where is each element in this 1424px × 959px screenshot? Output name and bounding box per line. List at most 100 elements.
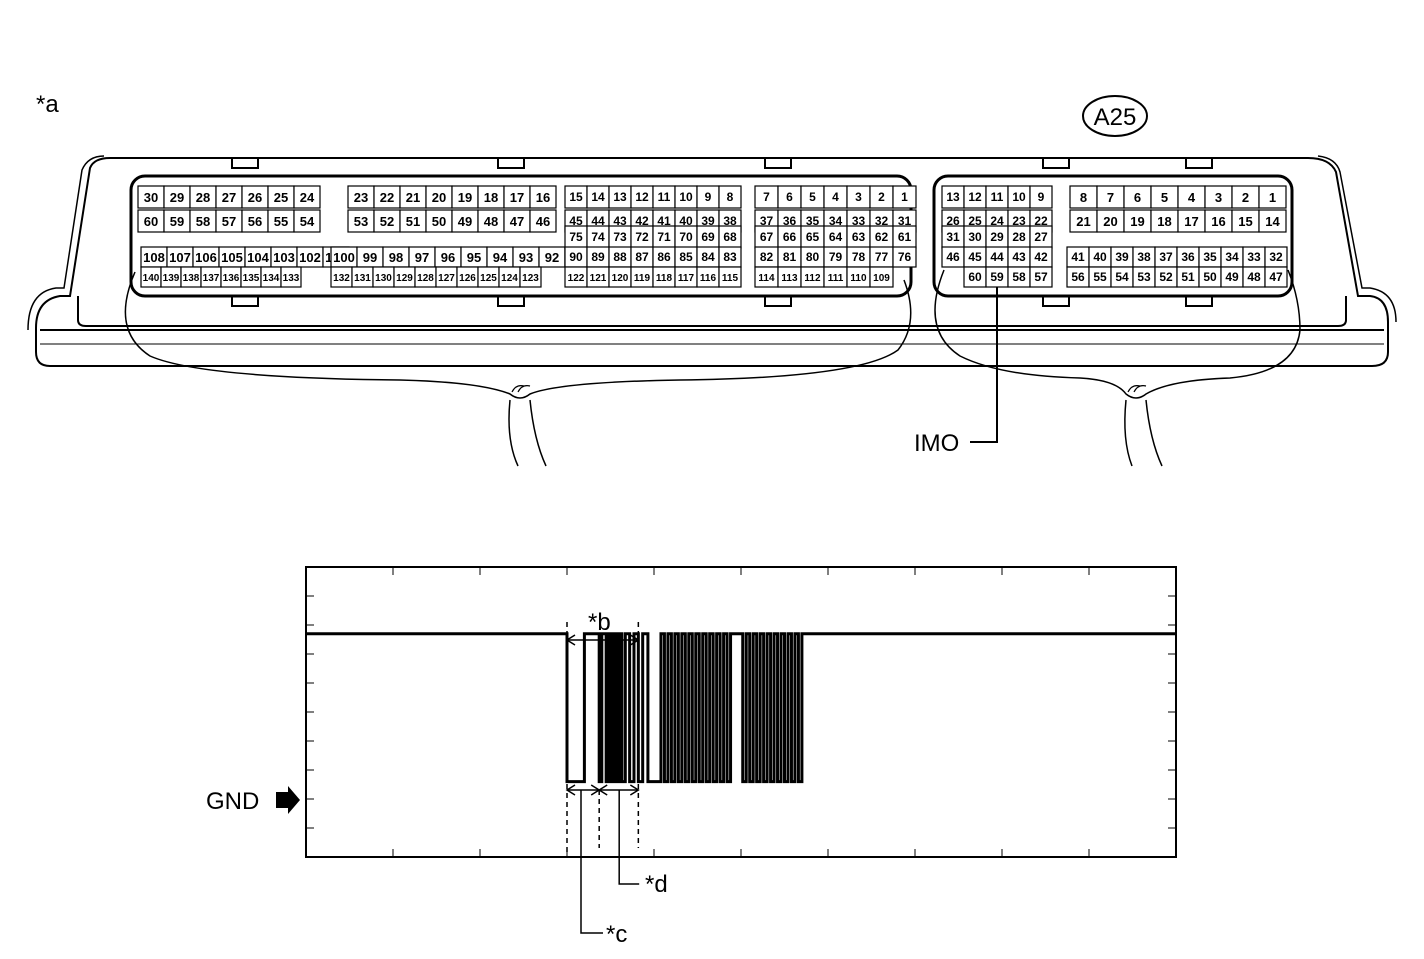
left-pin-number: 21 (406, 190, 420, 205)
left-pin-number: 46 (536, 214, 550, 229)
right-pin-number: 42 (1034, 250, 1048, 264)
housing-tab (1042, 157, 1070, 169)
left-pin-number: 82 (760, 250, 774, 264)
left-pin-number: 87 (635, 250, 649, 264)
left-pin-number: 85 (679, 250, 693, 264)
left-pin-number: 16 (536, 190, 550, 205)
left-pin-number: 116 (700, 273, 717, 284)
right-pin-number: 58 (1012, 270, 1026, 284)
right-pin-number: 51 (1181, 270, 1195, 284)
left-pin-number: 42 (635, 214, 649, 228)
left-pin-number: 22 (380, 190, 394, 205)
left-pin-54 (293, 209, 321, 233)
left-pin-number: 137 (203, 273, 220, 284)
right-pin-number: 30 (968, 230, 982, 244)
left-pin-16 (529, 185, 557, 209)
left-pin-number: 132 (333, 273, 350, 284)
left-pin-number: 89 (591, 250, 605, 264)
left-pin-number: 7 (763, 190, 770, 204)
right-pin-number: 1 (1269, 190, 1276, 205)
left-pin-number: 69 (701, 230, 715, 244)
gnd-label: GND (206, 788, 259, 815)
left-pin-number: 17 (510, 190, 524, 205)
left-pin-number: 45 (569, 214, 583, 228)
left-pin-number: 74 (591, 230, 605, 244)
left-pin-number: 102 (299, 250, 321, 265)
left-pin-number: 93 (519, 250, 533, 265)
left-pin-number: 26 (248, 190, 262, 205)
left-pin-number: 107 (169, 250, 191, 265)
left-pin-number: 130 (375, 273, 392, 284)
left-pin-number: 95 (467, 250, 481, 265)
right-pin-number: 12 (968, 190, 982, 204)
connector-id-badge (1082, 95, 1148, 137)
left-pin-number: 67 (760, 230, 774, 244)
left-pin-number: 131 (354, 273, 371, 284)
left-pin-number: 136 (223, 273, 240, 284)
left-pin-24 (293, 185, 321, 209)
left-pin-number: 1 (901, 190, 908, 204)
right-pin-cavity (932, 174, 1294, 298)
left-pin-number: 61 (898, 230, 912, 244)
left-pin-number: 9 (705, 190, 712, 204)
left-pin-number: 57 (222, 214, 236, 229)
right-pin-number: 41 (1071, 250, 1085, 264)
left-pin-number: 4 (832, 190, 839, 204)
right-pin-number: 3 (1215, 190, 1222, 205)
left-pin-number: 30 (144, 190, 158, 205)
left-pin-number: 12 (635, 190, 649, 204)
left-pin-number: 94 (493, 250, 508, 265)
left-pin-number: 58 (196, 214, 210, 229)
left-pin-number: 34 (829, 214, 843, 228)
housing-tab (231, 157, 259, 169)
right-pin-number: 2 (1242, 190, 1249, 205)
left-pin-number: 80 (806, 250, 820, 264)
left-pin-number: 29 (170, 190, 184, 205)
left-pin-number: 114 (758, 273, 775, 284)
left-pin-number: 115 (722, 273, 739, 284)
right-pin-number: 31 (946, 230, 960, 244)
right-pin-number: 10 (1012, 190, 1026, 204)
left-pin-number: 18 (484, 190, 498, 205)
housing-tab (1185, 157, 1213, 169)
right-pin-9 (1029, 185, 1053, 209)
right-pin-number: 36 (1181, 250, 1195, 264)
left-pin-number: 103 (273, 250, 295, 265)
left-pin-number: 104 (247, 250, 269, 265)
right-pin-number: 26 (946, 214, 960, 228)
right-pin-number: 25 (968, 214, 982, 228)
left-pin-number: 25 (274, 190, 288, 205)
left-pin-number: 11 (658, 190, 671, 204)
left-pin-number: 79 (829, 250, 843, 264)
left-pin-number: 31 (898, 214, 912, 228)
left-pin-number: 127 (438, 273, 455, 284)
right-pin-number: 20 (1103, 214, 1117, 229)
left-pin-number: 28 (196, 190, 210, 205)
right-pin-number: 6 (1134, 190, 1141, 205)
left-pin-number: 3 (855, 190, 862, 204)
left-pin-123 (519, 266, 542, 288)
left-pin-number: 43 (613, 214, 627, 228)
left-pin-number: 37 (760, 214, 774, 228)
left-pin-number: 98 (389, 250, 403, 265)
left-pin-number: 2 (878, 190, 885, 204)
left-pin-number: 126 (459, 273, 476, 284)
left-pin-number: 84 (701, 250, 715, 264)
right-pin-number: 56 (1071, 270, 1085, 284)
left-pin-number: 66 (783, 230, 797, 244)
left-pin-number: 100 (333, 250, 355, 265)
left-pin-number: 86 (657, 250, 671, 264)
left-pin-number: 112 (804, 273, 821, 284)
right-pin-number: 48 (1247, 270, 1261, 284)
ecu-connector (27, 155, 1397, 467)
left-pin-1 (892, 185, 917, 209)
right-pin-number: 7 (1107, 190, 1114, 205)
left-pin-number: 48 (484, 214, 498, 229)
ref-c-label: *c (606, 921, 627, 948)
right-pin-number: 14 (1265, 214, 1280, 229)
right-pin-number: 46 (946, 250, 960, 264)
right-pin-number: 28 (1012, 230, 1026, 244)
timing-markers (565, 622, 640, 934)
left-pin-number: 70 (679, 230, 693, 244)
